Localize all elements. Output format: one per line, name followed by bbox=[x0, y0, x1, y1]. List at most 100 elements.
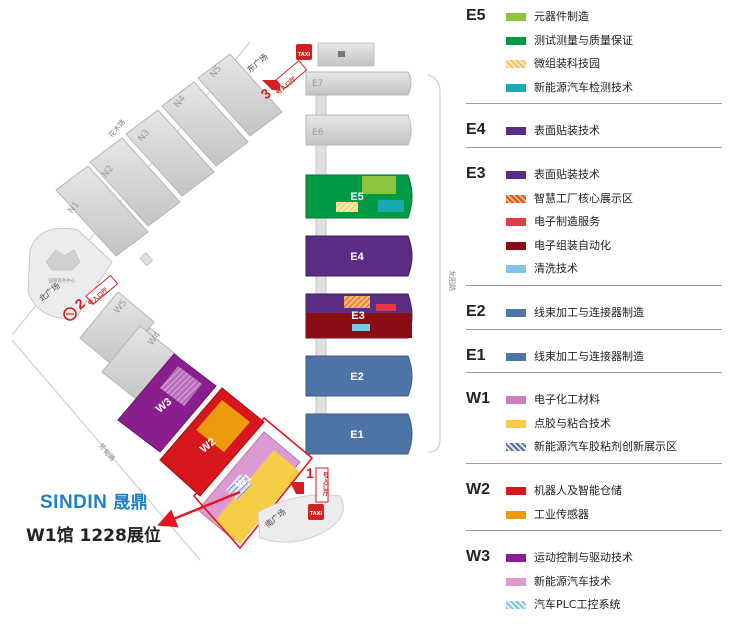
entrance-1-number: 1 bbox=[306, 465, 314, 481]
legend-label: 智慧工厂核心展示区 bbox=[534, 191, 633, 205]
hall-w4[interactable]: W4 bbox=[101, 325, 179, 403]
legend-code: W1 bbox=[466, 390, 490, 408]
legend-swatch bbox=[506, 218, 526, 227]
taxi-label-south: TAXI bbox=[310, 511, 323, 517]
taxi-label-top: TAXI bbox=[298, 52, 311, 58]
legend-label: 表面贴装技术 bbox=[534, 124, 600, 138]
legend-swatch bbox=[506, 36, 526, 45]
hall-w2[interactable]: W2 bbox=[159, 387, 265, 497]
hall-e3[interactable]: E3 bbox=[305, 293, 413, 339]
taxi-icon bbox=[296, 44, 312, 60]
legend-swatch bbox=[506, 309, 526, 317]
legend-label: 线束加工与连接器制造 bbox=[534, 306, 644, 319]
north-building-label: 国际商务中心 bbox=[49, 277, 76, 284]
hall-e1-label: E1 bbox=[350, 429, 363, 441]
taxi-icon-south bbox=[308, 504, 324, 520]
hall-e6-label: E6 bbox=[312, 128, 324, 138]
legend-code: W3 bbox=[466, 548, 490, 566]
brand-name-cn: 晟鼎 bbox=[113, 493, 149, 513]
venue-map: E7 E6 E5 E4 E3 E2 E1 N5 N4 bbox=[11, 41, 457, 561]
hall-n1[interactable]: N1 bbox=[55, 165, 149, 257]
booth-arrow bbox=[157, 490, 241, 528]
hall-e1[interactable]: E1 bbox=[305, 413, 413, 455]
road-longyang: 龙阳路 bbox=[448, 270, 457, 291]
hall-n4[interactable]: N4 bbox=[161, 81, 249, 167]
legend-label: 点胶与粘合技术 bbox=[534, 416, 611, 430]
hall-w3[interactable]: W3 bbox=[117, 353, 217, 453]
legend-divider bbox=[466, 372, 722, 374]
legend-swatch bbox=[506, 554, 526, 563]
legend-label: 运动控制与驱动技术 bbox=[534, 551, 633, 565]
legend-label: 电子化工材料 bbox=[534, 393, 600, 407]
legend-label: 表面贴装技术 bbox=[534, 168, 600, 181]
hall-w5[interactable]: W5 bbox=[79, 291, 155, 369]
hall-e6[interactable]: E6 bbox=[305, 114, 412, 146]
hall-e2[interactable]: E2 bbox=[305, 355, 413, 397]
hall-n5[interactable]: N5 bbox=[197, 53, 283, 137]
hall-e4-label: E4 bbox=[350, 251, 364, 263]
hall-w1[interactable]: W1 bbox=[197, 431, 301, 544]
hall-e2-label: E2 bbox=[350, 371, 363, 383]
legend-swatch bbox=[506, 13, 526, 21]
w1-highlight-frame bbox=[192, 416, 314, 550]
legend-label: 微组装科技园 bbox=[534, 57, 600, 71]
legend-divider bbox=[466, 530, 722, 532]
hall-e7-label: E7 bbox=[312, 79, 323, 89]
legend-divider bbox=[466, 463, 722, 464]
booth-location: W1馆 1228展位 bbox=[26, 526, 161, 546]
hall-e4[interactable]: E4 bbox=[305, 235, 413, 277]
legend-code: E3 bbox=[466, 165, 486, 182]
sindin-logo: SINDIN 晟鼎 bbox=[40, 488, 148, 514]
brand-name: SINDIN bbox=[40, 492, 108, 513]
hall-n3[interactable]: N3 bbox=[125, 109, 215, 197]
legend-swatch bbox=[506, 419, 526, 428]
legend-label: 新能源汽车检测技术 bbox=[534, 80, 633, 94]
legend-code: E5 bbox=[466, 7, 486, 24]
road-fangdian: 芳甸路 bbox=[97, 441, 118, 463]
legend-label: 元器件制造 bbox=[534, 10, 589, 23]
legend-swatch bbox=[506, 601, 526, 610]
legend-divider bbox=[466, 328, 722, 330]
legend-panel: E5 元器件制造测试测量与质量保证微组装科技园新能源汽车检测技术 E4 表面贴装技术 E… bbox=[466, 0, 742, 632]
legend-swatch bbox=[506, 510, 526, 519]
legend-label: 机器人及智能仓储 bbox=[534, 484, 622, 497]
legend-swatch bbox=[506, 396, 526, 405]
legend-swatch bbox=[506, 265, 526, 274]
legend-label: 新能源汽车技术 bbox=[534, 574, 611, 588]
legend-code: E4 bbox=[466, 121, 486, 139]
hall-e5-label: E5 bbox=[350, 191, 363, 203]
legend-swatch bbox=[506, 577, 526, 586]
legend-swatch bbox=[506, 443, 526, 452]
legend-label: 电子组装自动化 bbox=[534, 238, 611, 252]
legend-divider bbox=[466, 103, 722, 105]
legend-swatch bbox=[506, 60, 526, 69]
legend-swatch bbox=[506, 194, 526, 203]
legend-swatch bbox=[506, 83, 526, 92]
legend-swatch bbox=[506, 487, 526, 495]
legend-code: W2 bbox=[466, 481, 490, 498]
legend-code: E2 bbox=[466, 303, 486, 320]
legend-label: 电子制造服务 bbox=[534, 215, 600, 229]
legend-swatch bbox=[506, 127, 526, 136]
east-annex bbox=[317, 42, 375, 67]
hall-e3-label: E3 bbox=[351, 310, 364, 322]
legend-swatch bbox=[506, 241, 526, 250]
legend-divider bbox=[466, 285, 722, 286]
east-plaza-label: 东广场 bbox=[245, 51, 270, 74]
legend-code: E1 bbox=[466, 346, 486, 364]
legend-swatch bbox=[506, 352, 526, 361]
hall-e5[interactable]: E5 bbox=[305, 174, 413, 219]
legend-swatch bbox=[506, 171, 526, 179]
legend-label: 线束加工与连接器制造 bbox=[534, 349, 644, 363]
legend-label: 测试测量与质量保证 bbox=[534, 33, 633, 47]
north-plaza: 国际商务中心 北广场 bbox=[27, 227, 113, 321]
hall-e7[interactable]: E7 bbox=[305, 71, 412, 96]
entrance-1-label: 号入口厅 bbox=[322, 471, 330, 497]
hall-n2[interactable]: N2 bbox=[89, 137, 181, 227]
legend-label: 汽车PLC工控系统 bbox=[534, 598, 621, 612]
legend-divider bbox=[466, 147, 722, 148]
road-huamu: 花木路 bbox=[107, 117, 127, 139]
legend-label: 工业传感器 bbox=[534, 507, 589, 521]
entrance-1[interactable]: 1 号入口厅 TAXI bbox=[290, 465, 330, 520]
legend-label: 清洗技术 bbox=[534, 262, 578, 276]
